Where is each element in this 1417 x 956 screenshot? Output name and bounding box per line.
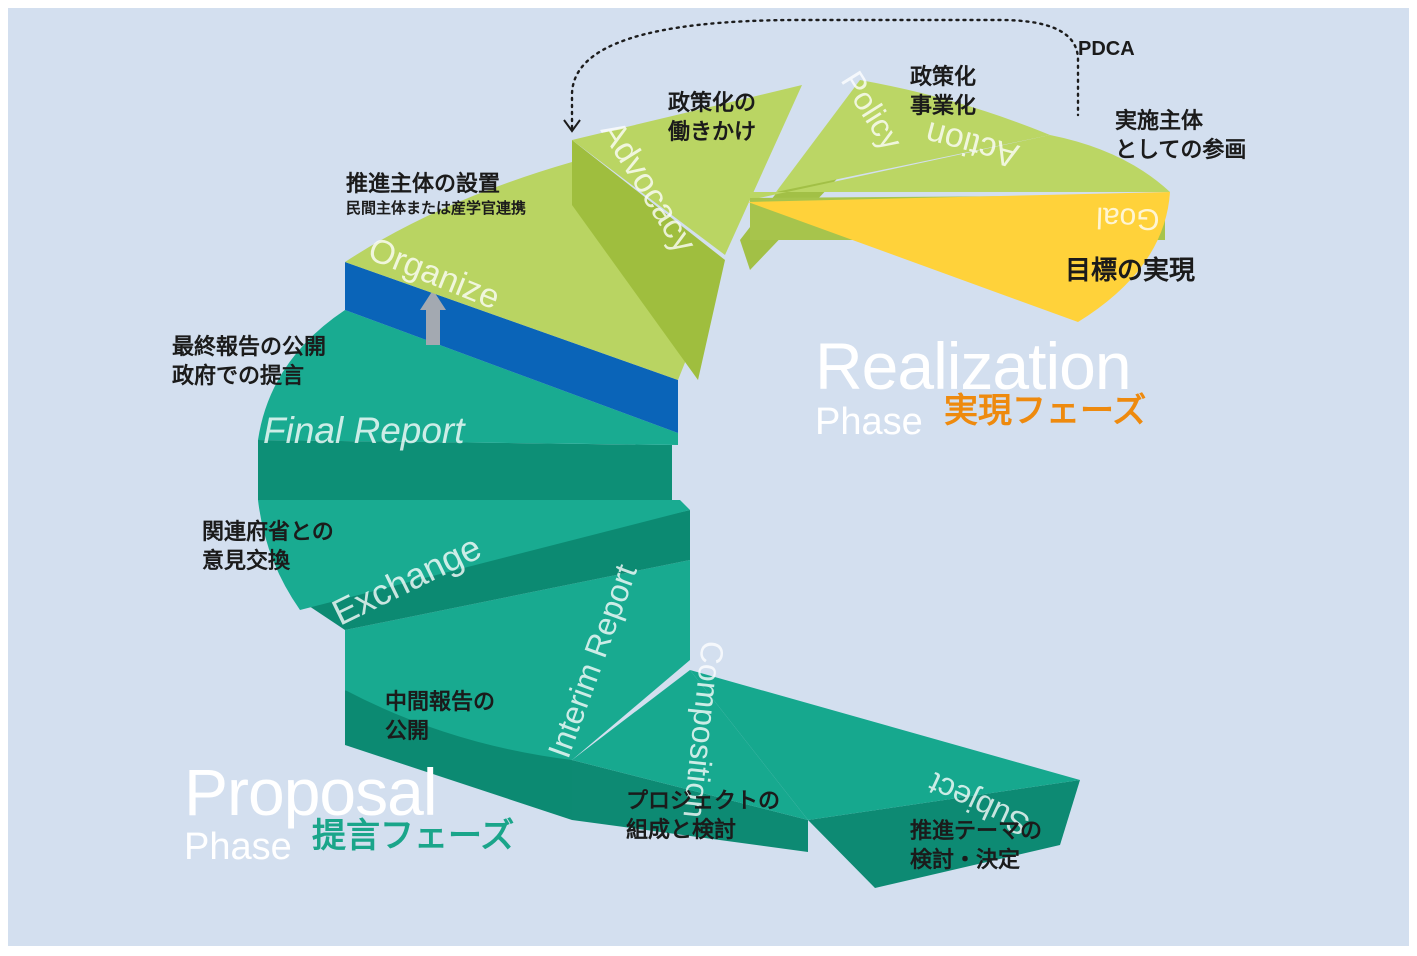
label-policy-line1: 政策化 bbox=[910, 65, 977, 90]
step-composition-tread bbox=[572, 670, 808, 820]
label-final-report-line1: 最終報告の公開 bbox=[172, 335, 327, 360]
pdca-loop bbox=[570, 18, 1080, 130]
step-final-report-tread bbox=[258, 310, 678, 445]
label-final-report: 最終報告の公開 政府での提言 bbox=[172, 333, 326, 391]
label-advocacy-line1: 政策化の bbox=[668, 91, 757, 116]
label-composition-line2: 組成と検討 bbox=[626, 818, 737, 844]
label-subject-line1: 推進テーマの bbox=[910, 819, 1043, 844]
label-advocacy-line2: 働きかけ bbox=[668, 120, 757, 146]
label-organize-sub: 民間主体または産学官連携 bbox=[346, 199, 527, 218]
step-subject-riser bbox=[808, 780, 1080, 888]
realization-phase-title: Realization bbox=[815, 329, 1132, 403]
label-exchange: 関連府省との 意見交換 bbox=[202, 518, 334, 576]
realization-phase-subtitle: Phase bbox=[815, 401, 923, 443]
label-goal-line1: 目標の実現 bbox=[1065, 256, 1196, 286]
label-action-line1: 実施主体 bbox=[1115, 109, 1204, 134]
step-advocacy-tread bbox=[572, 85, 802, 255]
step-interim-report-tread bbox=[345, 560, 690, 760]
label-subject: 推進テーマの 検討・決定 bbox=[910, 817, 1042, 875]
label-subject-line2: 検討・決定 bbox=[910, 848, 1021, 874]
realization-phase-jp: 実現フェーズ bbox=[944, 391, 1147, 431]
up-arrow bbox=[420, 290, 446, 345]
step-composition-riser bbox=[572, 760, 808, 852]
label-composition-line1: プロジェクトの bbox=[626, 789, 781, 814]
proposal-phase-subtitle: Phase bbox=[184, 826, 292, 868]
label-exchange-line1: 関連府省との bbox=[202, 520, 334, 545]
goal-wedge bbox=[748, 192, 1170, 322]
label-exchange-line2: 意見交換 bbox=[202, 549, 291, 575]
step-exchange-riser bbox=[300, 510, 690, 630]
label-final-report-line2: 政府での提言 bbox=[172, 364, 305, 390]
label-goal: 目標の実現 bbox=[1065, 254, 1195, 288]
pdca-arrowhead bbox=[563, 119, 581, 133]
label-advocacy: 政策化の 働きかけ bbox=[668, 89, 756, 147]
label-policy-line2: 事業化 bbox=[910, 94, 977, 120]
pdca-label: PDCA bbox=[1078, 38, 1135, 60]
step-subject-tread bbox=[690, 670, 1080, 820]
eng-label-goal: Goal bbox=[1096, 201, 1160, 236]
step-exchange-tread bbox=[258, 500, 690, 610]
label-action-line2: としての参画 bbox=[1115, 138, 1247, 164]
step-final-report-riser bbox=[258, 440, 672, 500]
step-interim-report-riser bbox=[345, 690, 572, 820]
label-interim-report: 中間報告の 公開 bbox=[385, 688, 495, 746]
label-organize-line1: 推進主体の設置 bbox=[346, 172, 501, 197]
proposal-phase-title: Proposal bbox=[184, 755, 437, 829]
label-policy: 政策化 事業化 bbox=[910, 63, 976, 121]
label-interim-report-line1: 中間報告の bbox=[385, 690, 496, 715]
label-action: 実施主体 としての参画 bbox=[1115, 107, 1246, 165]
eng-label-final-report: Final Report bbox=[263, 410, 466, 451]
label-organize: 推進主体の設置 民間主体または産学官連携 bbox=[346, 170, 526, 219]
step-advocacy-riser bbox=[572, 140, 725, 380]
label-composition: プロジェクトの 組成と検討 bbox=[626, 787, 780, 845]
proposal-phase-jp: 提言フェーズ bbox=[312, 816, 515, 856]
label-interim-report-line2: 公開 bbox=[385, 719, 430, 745]
step-policy-tread bbox=[776, 80, 1050, 192]
step-action-tread bbox=[750, 135, 1170, 200]
